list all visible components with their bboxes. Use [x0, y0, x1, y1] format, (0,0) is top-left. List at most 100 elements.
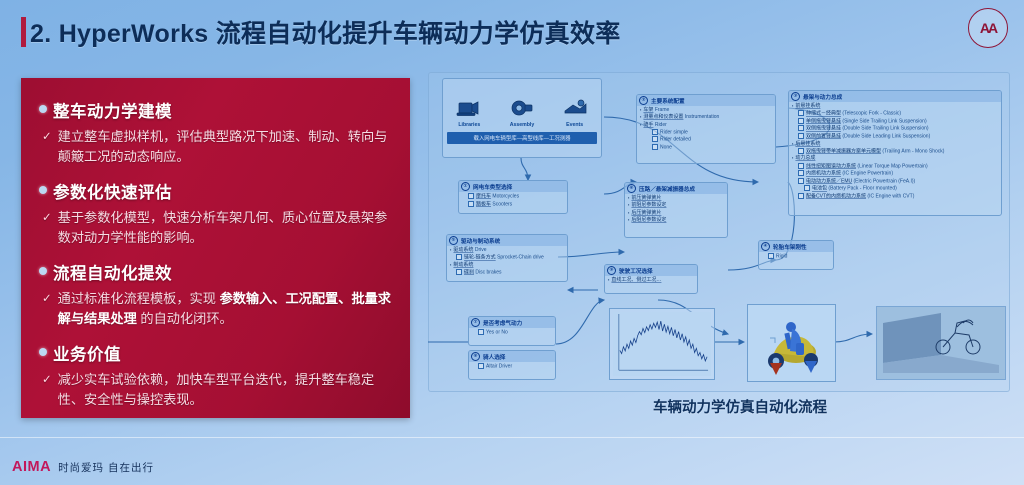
checkbox-icon[interactable]: [478, 329, 484, 335]
step-number-badge: ④: [761, 242, 770, 251]
list-item[interactable]: None: [640, 143, 773, 152]
diagram-box-9[interactable]: ⑨ 驶驶工况选择 直线工况、侧过工况…: [604, 264, 698, 294]
diagram-box-9-list: 直线工况、侧过工况…: [605, 277, 697, 286]
step-number-badge: ⑦: [471, 318, 480, 327]
list-item[interactable]: 踏板车 Scooters: [462, 200, 565, 209]
diagram-box-7[interactable]: ⑦ 是否考虑气动力 Yes or No: [468, 316, 556, 346]
diagram-box-1-list: 摩托车 Motorcycles 踏板车 Scooters: [459, 193, 567, 210]
list-item[interactable]: 电池包 (Battery Pack - Floor mounted): [792, 185, 999, 193]
list-item[interactable]: 后压簧弹簧片: [628, 210, 725, 217]
check-icon: ✓: [42, 293, 52, 306]
list-item[interactable]: Rider simple: [640, 128, 773, 137]
list-item[interactable]: 碟刹 Disc brakes: [450, 269, 565, 277]
diagram-box-4[interactable]: ④ 轮胎车架刚性 Rigid: [758, 240, 834, 270]
list-item[interactable]: 后悬挂系统: [792, 141, 999, 148]
diagram-box-9-title-text: 驶驶工况选择: [619, 268, 653, 275]
body-line-1: 减少实车试验依赖，加快车型平台迭代，提升整车: [57, 372, 348, 388]
list-item[interactable]: 伸缩式－经典型 (Telescopic Fork - Classic): [792, 110, 999, 118]
key-point-body-text: 基于参数化模型，快速分析车架几何、质心位置及悬架参数对动力学性能的影响。: [58, 208, 392, 248]
list-item[interactable]: 摩托车 Motorcycles: [462, 193, 565, 201]
checkbox-icon[interactable]: [798, 177, 804, 184]
result-plot-card[interactable]: [609, 308, 715, 380]
diagram-box-2[interactable]: ② 主要系统配置 车架 Frame 测量点和仪表设置 Instrumentati…: [636, 94, 776, 164]
list-item[interactable]: 双侧前置臂悬挂 (Double Side Leading Link Suspen…: [792, 132, 999, 141]
list-item[interactable]: Rider detailed: [640, 136, 773, 144]
list-item[interactable]: 直线工况、侧过工况…: [608, 277, 695, 284]
assembly-icon: [505, 94, 539, 121]
list-item[interactable]: Rigid: [762, 253, 831, 261]
bullet-icon: [39, 267, 47, 276]
checkbox-icon[interactable]: [468, 193, 474, 199]
body-line-2: 转向与颠簸工况的动态响应。: [57, 129, 388, 165]
checkbox-icon[interactable]: [456, 269, 462, 276]
library-icon-item-1[interactable]: Assembly: [505, 94, 539, 128]
list-item[interactable]: 制动系统: [450, 262, 565, 269]
checkbox-icon[interactable]: [768, 253, 774, 259]
step-number-badge: ⑥: [627, 184, 636, 193]
body-line-1: 通过标准化流程模板，实现: [57, 291, 220, 307]
list-item[interactable]: 配备CVT的内燃机动力系统 (IC Engine with CVT): [792, 192, 999, 201]
checkbox-icon[interactable]: [456, 254, 462, 261]
step-number-badge: ⑤: [449, 236, 458, 245]
list-item[interactable]: 电动动力系统／EMU (Electric Powertrain (FeA.I)): [792, 177, 999, 186]
key-point-body-4: ✓ 减少实车试验依赖，加快车型平台迭代，提升整车稳定性、安全性与操控表现。: [42, 370, 392, 410]
checkbox-icon[interactable]: [652, 136, 658, 143]
checkbox-icon[interactable]: [468, 200, 474, 207]
body-line-1: 建立整车虚拟样机，评估典型路况下加速、制动、: [57, 129, 348, 144]
list-item[interactable]: Altair Driver: [472, 363, 553, 371]
body-line-1: 基于参数化模型，快速分析车架几何、质心位置及: [57, 210, 348, 226]
list-item[interactable]: 前压簧弹簧片: [628, 195, 725, 202]
library-icon-item-2[interactable]: Events: [558, 94, 592, 128]
checkbox-icon[interactable]: [798, 162, 804, 169]
diagram-box-3-list: 前悬挂系统 伸缩式－经典型 (Telescopic Fork - Classic…: [789, 103, 1001, 203]
list-item[interactable]: Yes or No: [472, 329, 553, 337]
list-item[interactable]: 后阻尼参数设定: [628, 217, 725, 224]
list-item[interactable]: 线性扭矩图谱动力系统 (Linear Torque Map Powertrain…: [792, 162, 999, 171]
list-item[interactable]: 动力总成: [792, 155, 999, 162]
library-icon-row: Libraries Assembly Events: [443, 79, 601, 128]
diagram-box-4-title: ④ 轮胎车架刚性: [759, 241, 833, 252]
list-item[interactable]: 驱动系统 Drive: [450, 247, 565, 254]
diagram-caption: 车辆动力学仿真自动化流程: [653, 400, 827, 416]
body-line-2: 悬架参数对动力学性能的影响。: [57, 210, 388, 246]
workflow-diagram: Libraries Assembly Events 载入网电车辆型库—高型线库—…: [428, 72, 1010, 392]
checkbox-icon[interactable]: [478, 363, 484, 369]
list-item[interactable]: 骑手 Rider: [640, 122, 773, 129]
checkbox-icon[interactable]: [798, 147, 804, 154]
diagram-box-9-title: ⑨ 驶驶工况选择: [605, 265, 697, 276]
diagram-box-8[interactable]: ⑧ 骑人选择 Altair Driver: [468, 350, 556, 380]
list-item[interactable]: 链轮-链条方式 Sprocket-Chain drive: [450, 254, 565, 262]
checkbox-icon[interactable]: [798, 192, 804, 199]
list-item[interactable]: 双侧拖曳臂悬挂 (Double Side Trailing Link Suspe…: [792, 125, 999, 133]
checkbox-icon[interactable]: [804, 185, 810, 192]
key-point-heading-text: 流程自动化提效: [53, 265, 172, 284]
check-icon: ✓: [42, 212, 52, 225]
checkbox-icon[interactable]: [652, 128, 658, 135]
events-icon-label: Events: [566, 122, 584, 128]
body-emphasis-1: 参数输入、工况配置、: [219, 291, 352, 307]
checkbox-icon[interactable]: [798, 110, 804, 117]
diagram-box-4-list: Rigid: [759, 253, 833, 263]
list-item[interactable]: 前悬挂系统: [792, 103, 999, 110]
checkbox-icon[interactable]: [798, 132, 804, 139]
library-icon-item-0[interactable]: Libraries: [452, 94, 486, 128]
body-line-2: 稳定性、安全性与操控表现。: [57, 372, 375, 408]
key-point-heading-text: 整车动力学建模: [53, 103, 172, 121]
scooter-render-card[interactable]: [747, 304, 836, 382]
diagram-box-5[interactable]: ⑤ 驱动与制动系统 驱动系统 Drive 链轮-链条方式 Sprocket-Ch…: [446, 234, 568, 282]
list-item[interactable]: 内燃机动力系统 (IC Engine Powertrain): [792, 170, 999, 178]
list-item[interactable]: 车架 Frame: [640, 107, 773, 114]
checkbox-icon[interactable]: [798, 125, 804, 132]
diagram-box-6[interactable]: ⑥ 压路／悬架减振器总成 前压簧弹簧片 前阻尼参数设定 后压簧弹簧片 后阻尼参数…: [624, 182, 728, 238]
list-item[interactable]: 单侧拖曳臂悬挂 (Single Side Trailing Link Suspe…: [792, 117, 999, 126]
checkbox-icon[interactable]: [798, 170, 804, 177]
list-item[interactable]: 双拖曳臂带单减振器方案单元模型 (Trailing Arm - Mono Sho…: [792, 147, 999, 156]
checkbox-icon[interactable]: [652, 143, 658, 150]
list-item[interactable]: 测量点和仪表设置 Instrumentation: [640, 114, 773, 121]
library-card-caption: 载入网电车辆型库—高型线库—工况测器: [447, 132, 597, 144]
list-item[interactable]: 前阻尼参数设定: [628, 202, 725, 209]
checkbox-icon[interactable]: [798, 117, 804, 124]
diagram-box-3[interactable]: ③ 悬架与动力总成 前悬挂系统 伸缩式－经典型 (Telescopic Fork…: [788, 90, 1002, 216]
diagram-box-1[interactable]: ① 网电车类型选择 摩托车 Motorcycles 踏板车 Scooters: [458, 180, 568, 214]
road-simulation-card[interactable]: [876, 306, 1006, 380]
